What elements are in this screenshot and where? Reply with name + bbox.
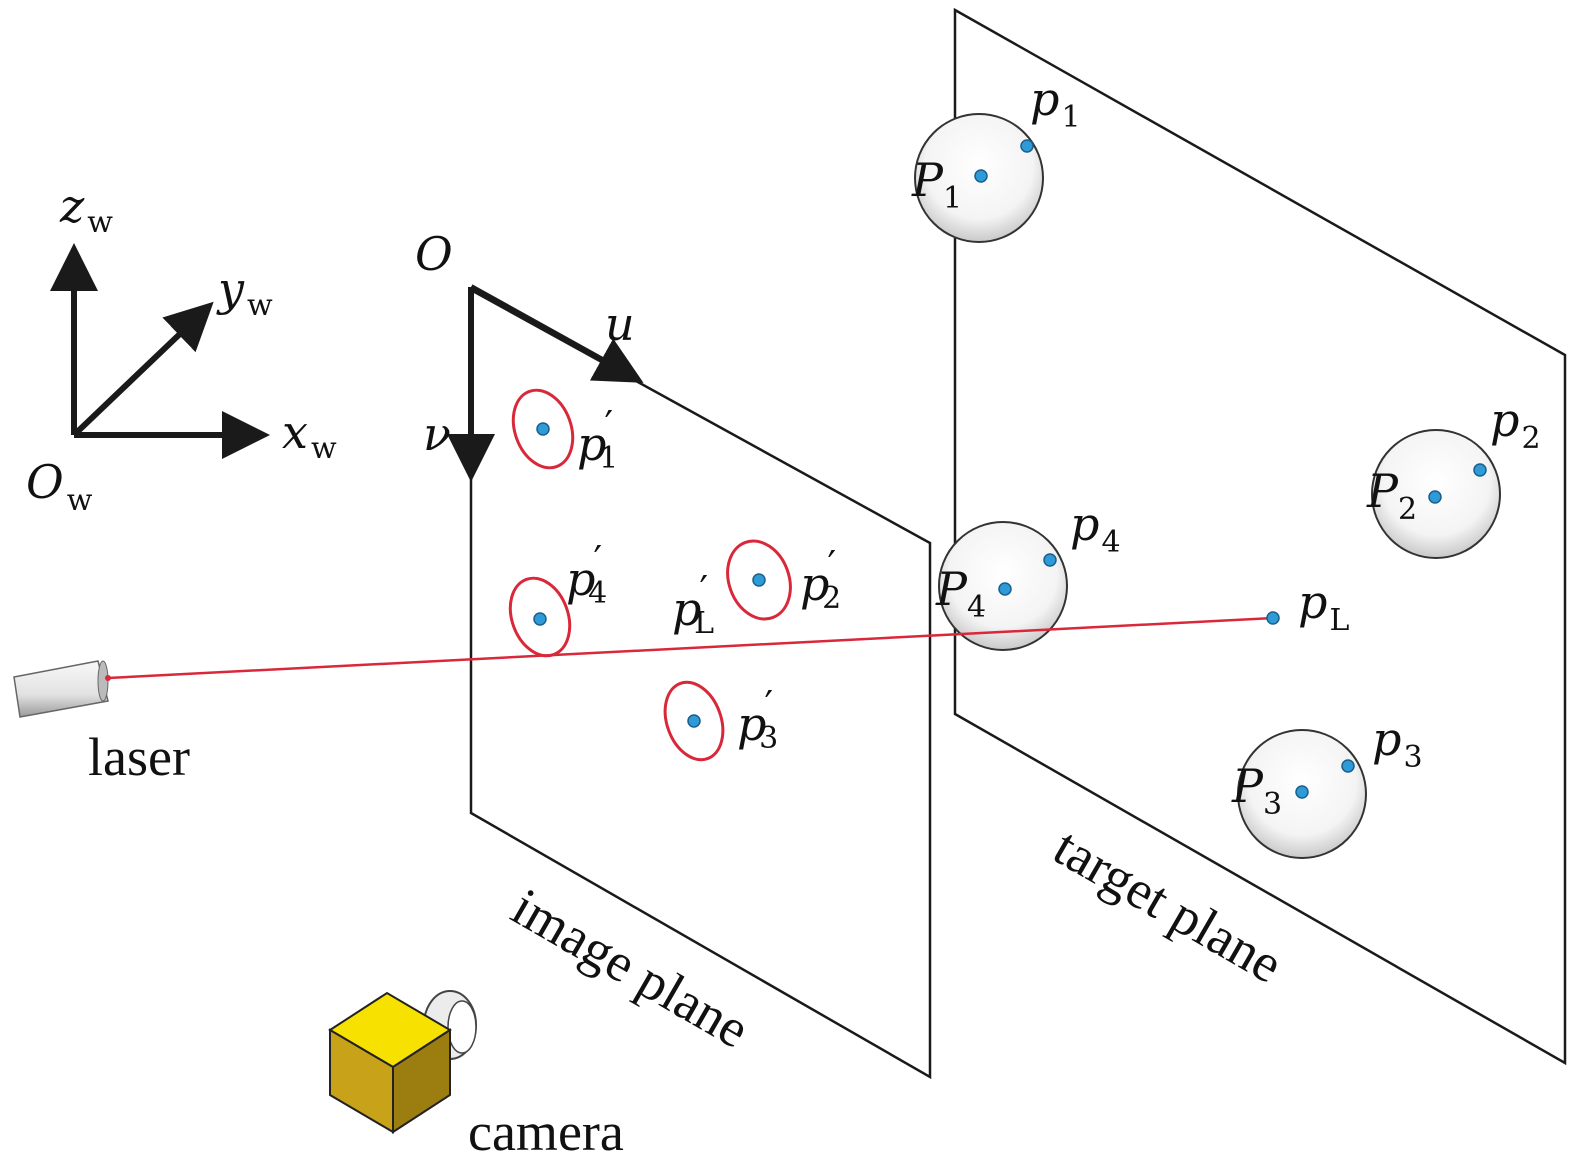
- image-ellipse-3: [663, 680, 725, 762]
- target-point-3-label: p3: [1372, 712, 1423, 775]
- image-v-label: ν: [423, 407, 451, 461]
- target-point-2-label: p2: [1490, 393, 1541, 456]
- target-center-1-label: P1: [911, 153, 962, 216]
- target-center-3: [1295, 785, 1309, 799]
- image-ellipse-1: [511, 388, 575, 470]
- target-center-3-label: P3: [1231, 759, 1282, 822]
- laser-point: [1266, 611, 1280, 625]
- target-point-4-label: p4: [1070, 497, 1121, 560]
- image-u-axis: [469, 284, 644, 383]
- target-point-4: [1043, 553, 1057, 567]
- target-center-4: [998, 582, 1012, 596]
- laser-point-label: pL: [1298, 575, 1349, 638]
- laser-device: [13, 660, 111, 718]
- camera-label: camera: [468, 1102, 624, 1162]
- laser-label: laser: [88, 727, 190, 787]
- world-y-axis: [71, 301, 214, 438]
- target-plane-label: target plane: [1044, 816, 1293, 994]
- camera-device: [328, 990, 477, 1134]
- target-point-2: [1473, 463, 1487, 477]
- target-point-1-label: p1: [1030, 72, 1081, 135]
- laser-beam: [107, 616, 1274, 680]
- image-point-4-label: p′4: [566, 538, 607, 611]
- feature-points: [533, 139, 1487, 799]
- image-point-1-label: p′1: [577, 403, 618, 476]
- image-axes: [447, 284, 644, 482]
- target-center-2: [1428, 490, 1442, 504]
- target-plane: [953, 7, 1567, 1066]
- image-point-3-label: p′3: [737, 683, 778, 756]
- image-point-4: [533, 612, 547, 626]
- image-plane: [469, 287, 932, 1080]
- image-u-label: u: [605, 297, 635, 351]
- image-ellipse-4: [508, 576, 572, 658]
- image-laser-point-label: p′L: [672, 568, 714, 641]
- target-center-1: [974, 169, 988, 183]
- image-point-2-label: p′2: [800, 543, 841, 616]
- target-center-2-label: P2: [1366, 464, 1417, 527]
- target-center-4-label: P4: [935, 562, 986, 625]
- image-point-3: [687, 714, 701, 728]
- image-ellipse-2: [726, 539, 792, 621]
- image-origin-label: O: [415, 227, 453, 281]
- target-point-3: [1341, 759, 1355, 773]
- target-point-1: [1020, 139, 1034, 153]
- image-point-1: [536, 422, 550, 436]
- image-point-2: [752, 573, 766, 587]
- world-axes: [50, 243, 270, 459]
